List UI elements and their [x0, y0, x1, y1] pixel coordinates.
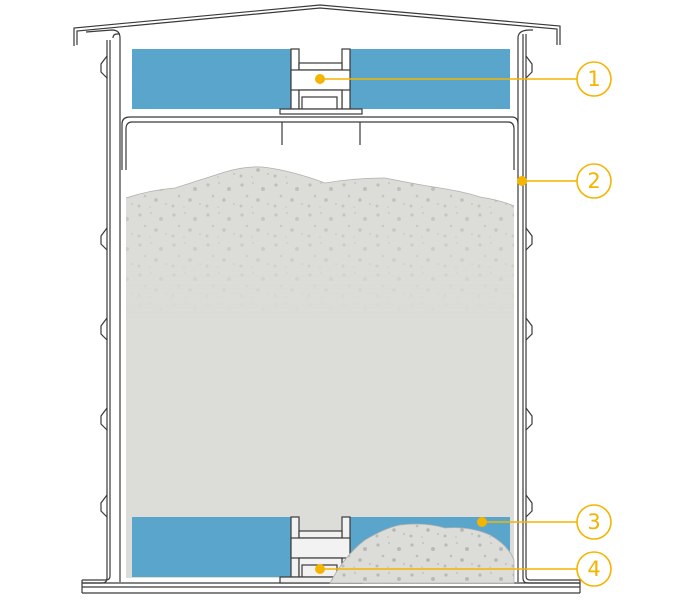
outer-walls: [82, 33, 580, 584]
bottom-insulation-panels: [132, 516, 515, 584]
callout-dots: [315, 74, 527, 574]
callout-circles: [576, 61, 612, 587]
granular-fill: [125, 166, 515, 578]
roof: [73, 4, 561, 582]
inner-liner: [121, 116, 519, 170]
callout-lines: [320, 78, 577, 570]
